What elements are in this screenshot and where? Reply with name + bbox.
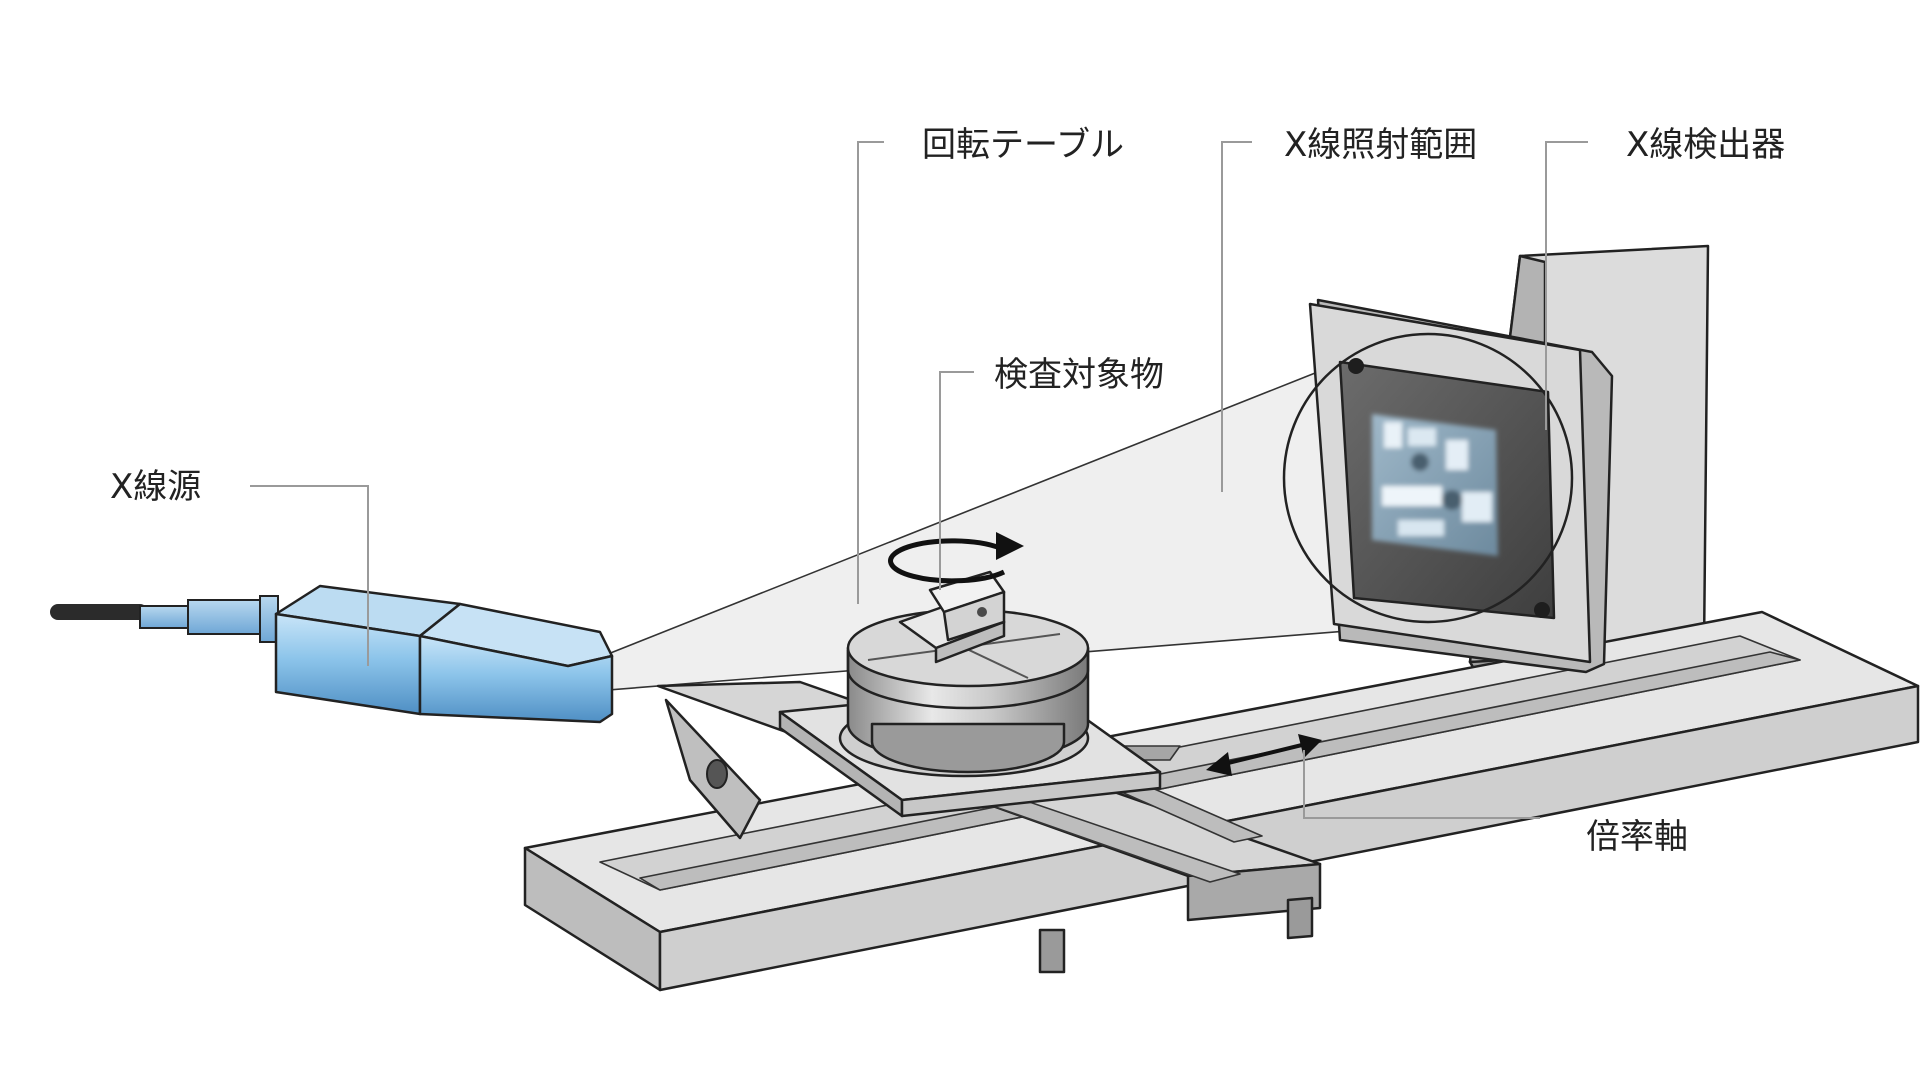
- label-irradiation-range: X線照射範囲: [1284, 125, 1477, 165]
- leader-irradiation-range: [1221, 141, 1252, 492]
- label-magnification-axis: 倍率軸: [1586, 817, 1688, 857]
- rotation-arrow-icon: [888, 532, 1024, 584]
- label-detector: X線検出器: [1626, 125, 1785, 165]
- magnifier-circle: [1282, 332, 1574, 624]
- label-specimen: 検査対象物: [994, 355, 1164, 395]
- leader-specimen: [939, 371, 974, 590]
- leader-rotary-table: [857, 141, 884, 604]
- leader-xray-source: [250, 485, 369, 666]
- rotary-table: [846, 608, 1090, 774]
- specimen-object: [898, 570, 1006, 664]
- leader-detector: [1545, 141, 1588, 430]
- leader-magnification-axis: [1303, 750, 1540, 819]
- label-rotary-table: 回転テーブル: [922, 125, 1124, 165]
- xray-source: [50, 584, 614, 724]
- label-xray-source: X線源: [110, 467, 201, 507]
